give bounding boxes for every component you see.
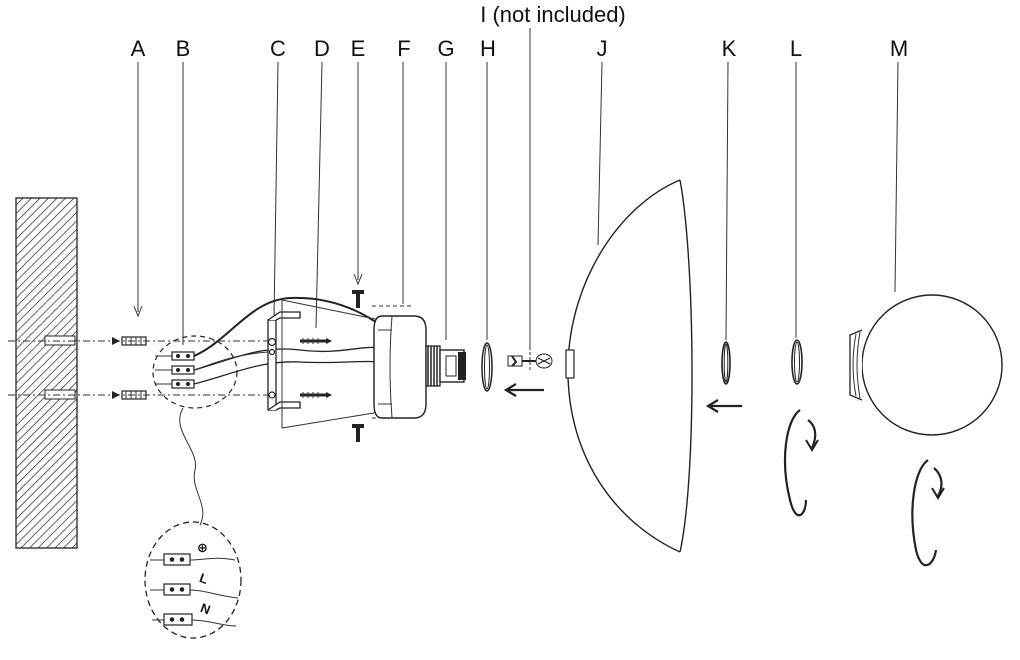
mounting-bracket-c — [267, 311, 301, 411]
detail-callout-wire — [179, 407, 204, 526]
label-g: G — [437, 36, 454, 61]
lamp-holder-g — [425, 345, 466, 387]
glass-globe-m — [849, 294, 1003, 436]
insert-arrow-ring — [705, 399, 742, 413]
label-a: A — [131, 36, 146, 61]
label-j: J — [597, 36, 608, 61]
terminal-block-b — [152, 335, 238, 409]
fixing-screws-e — [352, 290, 364, 442]
screws-d — [300, 338, 332, 398]
label-b: B — [176, 36, 191, 61]
label-m: M — [890, 36, 908, 61]
label-f: F — [397, 36, 410, 61]
live-mark: L — [198, 570, 211, 587]
label-k: K — [722, 36, 737, 61]
terminal-detail-inset: ⊕ L N — [144, 521, 242, 639]
label-h: H — [480, 36, 496, 61]
bulb-i — [507, 352, 553, 370]
axis-lines — [8, 340, 268, 396]
wall — [15, 197, 78, 549]
shade-j — [565, 179, 693, 553]
label-l: L — [790, 36, 802, 61]
ring-h — [481, 342, 493, 392]
rotate-arrow-l — [784, 409, 819, 517]
ring-l — [791, 339, 803, 385]
canopy-cone-outline — [281, 299, 412, 429]
earth-mark: ⊕ — [197, 540, 208, 555]
leader-lines — [133, 28, 899, 350]
neutral-mark: N — [199, 600, 213, 617]
part-labels: A B C D E F G H I (not included) J K L M — [131, 2, 909, 61]
label-i: I (not included) — [480, 2, 626, 27]
ring-k — [721, 341, 731, 385]
insert-arrow-bulb — [503, 383, 544, 397]
canopy-body-f — [373, 315, 427, 419]
label-c: C — [270, 36, 286, 61]
label-e: E — [351, 36, 366, 61]
wall-plug-a — [112, 336, 147, 400]
rotate-arrow-m — [911, 459, 945, 567]
label-d: D — [314, 36, 330, 61]
